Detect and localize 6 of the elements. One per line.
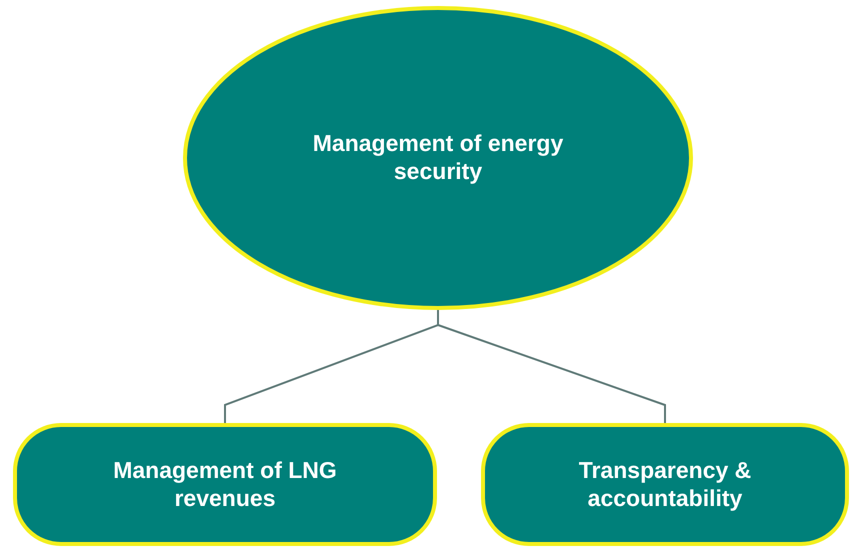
rounded-box: [13, 423, 437, 546]
node-label: Transparency & accountability: [578, 456, 752, 512]
rounded-box: [481, 423, 849, 546]
node-label: Management of LNG revenues: [112, 456, 338, 512]
node-label: Management of energy security: [312, 130, 564, 186]
connector-line: [437, 310, 666, 423]
